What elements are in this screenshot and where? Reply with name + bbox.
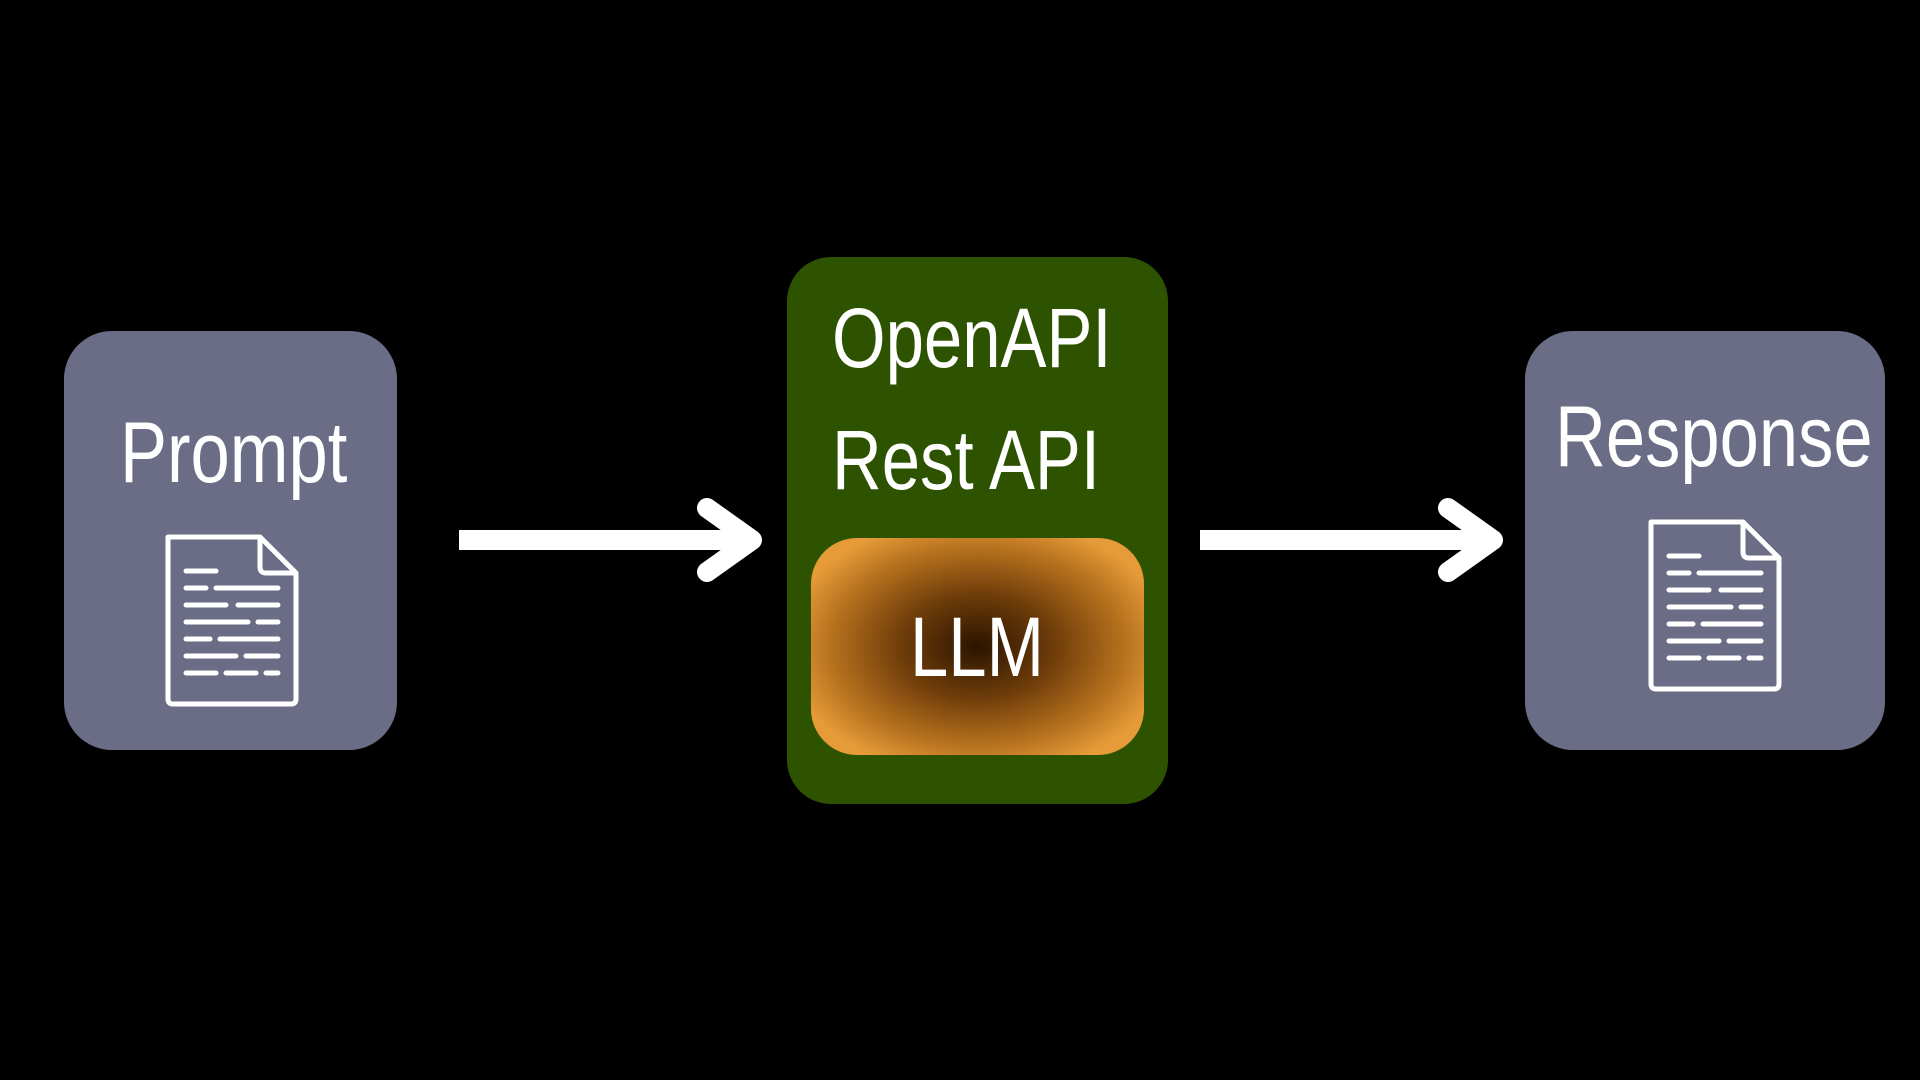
arrow-right-icon bbox=[459, 498, 762, 582]
prompt-label: Prompt bbox=[120, 405, 348, 501]
api-label-rest: Rest API bbox=[832, 413, 1100, 507]
response-label: Response bbox=[1555, 389, 1873, 485]
llm-node bbox=[811, 538, 1144, 755]
response-node bbox=[1525, 331, 1885, 750]
document-icon bbox=[1648, 519, 1782, 692]
document-icon bbox=[165, 534, 299, 707]
api-label-openapi: OpenAPI bbox=[832, 291, 1112, 385]
arrow-right-icon bbox=[1200, 498, 1503, 582]
prompt-node bbox=[64, 331, 397, 750]
llm-label: LLM bbox=[910, 600, 1044, 694]
